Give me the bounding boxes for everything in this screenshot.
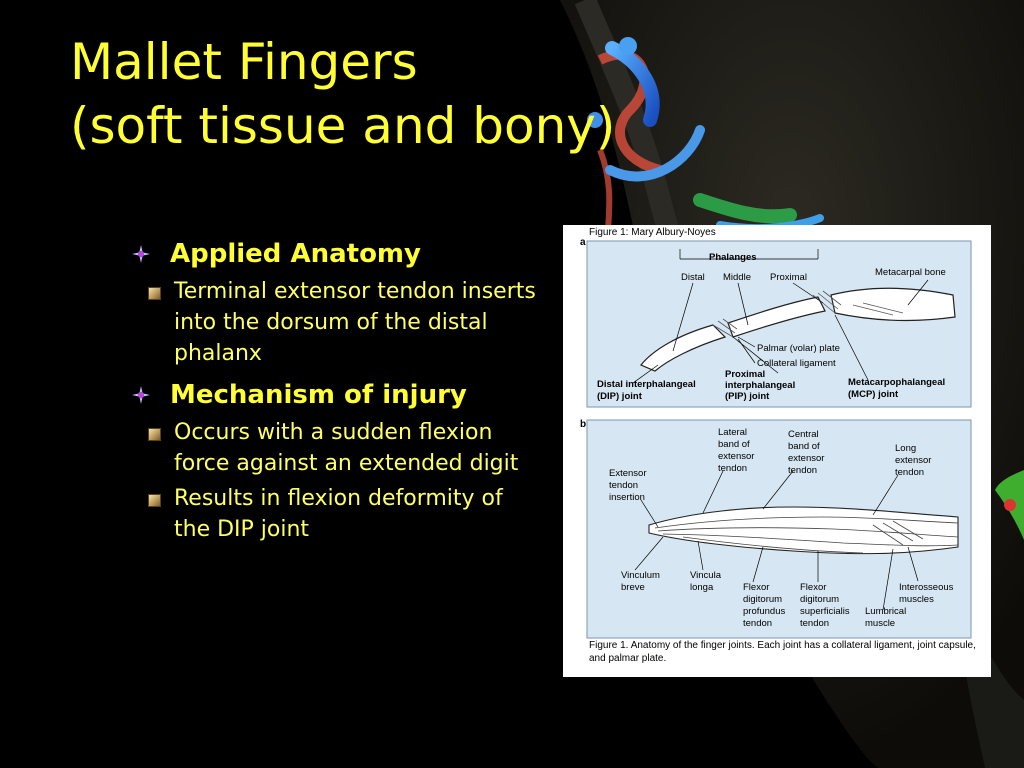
fds-label-1: Flexor bbox=[800, 582, 826, 593]
tendon-fibers bbox=[654, 516, 959, 554]
long-extensor-label-1: Long bbox=[895, 443, 916, 454]
fds-label-4: tendon bbox=[800, 618, 829, 629]
lateral-band-label-1: Lateral bbox=[718, 427, 747, 438]
collateral-ligament-label: Collateral ligament bbox=[757, 358, 836, 369]
proximal-label: Proximal bbox=[770, 272, 807, 283]
lumbrical-label-1: Lumbrical bbox=[865, 606, 906, 617]
middle-label: Middle bbox=[723, 272, 751, 283]
long-extensor-label-2: extensor bbox=[895, 455, 931, 466]
sub-bullet: Results in flexion deformity of the DIP … bbox=[142, 483, 542, 545]
long-extensor-label-3: tendon bbox=[895, 467, 924, 478]
sub-bullet-text: Occurs with a sudden flexion force again… bbox=[174, 420, 519, 476]
distal-label: Distal bbox=[681, 272, 705, 283]
metacarpal-bone-label: Metacarpal bone bbox=[875, 267, 946, 278]
bullet-text: Mechanism of injury bbox=[170, 380, 467, 410]
fdp-label-3: profundus bbox=[743, 606, 786, 617]
bullet-mechanism-of-injury: Mechanism of injury bbox=[132, 375, 542, 415]
sub-bullet: Terminal extensor tendon inserts into th… bbox=[142, 276, 542, 369]
mcp-joint-label-1: Metacarpophalangeal bbox=[848, 377, 945, 388]
pip-joint-label-3: (PIP) joint bbox=[725, 391, 770, 402]
fdp-label-2: digitorum bbox=[743, 594, 782, 605]
figure-credit: Figure 1: Mary Albury-Noyes bbox=[589, 227, 716, 238]
central-band-label-4: tendon bbox=[788, 465, 817, 476]
finger-bones-drawing bbox=[640, 287, 956, 372]
mcp-joint-label-2: (MCP) joint bbox=[848, 389, 899, 400]
square-bullet-icon bbox=[148, 287, 161, 300]
finger-anatomy-figure: a bbox=[563, 225, 991, 677]
vincula-longa-label-2: longa bbox=[690, 582, 714, 593]
finger-anatomy-diagram: a bbox=[580, 237, 972, 639]
sparkle-bullet-icon bbox=[132, 245, 150, 263]
vincula-longa-label-1: Vincula bbox=[690, 570, 722, 581]
vinculum-breve-label-2: breve bbox=[621, 582, 645, 593]
extensor-insertion-label-2: tendon bbox=[609, 480, 638, 491]
fds-label-2: digitorum bbox=[800, 594, 839, 605]
dip-joint-label-2: (DIP) joint bbox=[597, 391, 643, 402]
square-bullet-icon bbox=[148, 428, 161, 441]
panel-a-background bbox=[586, 240, 972, 408]
figure-caption: Figure 1. Anatomy of the finger joints. … bbox=[589, 640, 976, 664]
fdp-label-4: tendon bbox=[743, 618, 772, 629]
lateral-band-label-4: tendon bbox=[718, 463, 747, 474]
pip-joint-label-1: Proximal bbox=[725, 369, 765, 380]
sub-bullet-text: Terminal extensor tendon inserts into th… bbox=[174, 279, 536, 366]
extensor-insertion-label-3: insertion bbox=[609, 492, 645, 503]
vinculum-breve-label-1: Vinculum bbox=[621, 570, 660, 581]
bullet-list: Applied Anatomy Terminal extensor tendon… bbox=[132, 234, 542, 549]
lumbrical-label-2: muscle bbox=[865, 618, 895, 629]
lateral-band-label-2: band of bbox=[718, 439, 750, 450]
extensor-insertion-label-1: Extensor bbox=[609, 468, 647, 479]
central-band-label-2: band of bbox=[788, 441, 820, 452]
palmar-plate-label: Palmar (volar) plate bbox=[757, 343, 840, 354]
panel-a-letter: a bbox=[580, 237, 586, 248]
pip-joint-label-2: interphalangeal bbox=[725, 380, 795, 391]
title-line-2: (soft tissue and bony) bbox=[70, 97, 616, 155]
interosseous-label-1: Interosseous bbox=[899, 582, 954, 593]
central-band-label-1: Central bbox=[788, 429, 819, 440]
ligament-lines bbox=[712, 290, 904, 338]
panel-b-letter: b bbox=[580, 419, 586, 430]
phalanges-label: Phalanges bbox=[709, 252, 757, 263]
bullet-text: Applied Anatomy bbox=[170, 239, 421, 269]
central-band-label-3: extensor bbox=[788, 453, 824, 464]
sub-bullet: Occurs with a sudden flexion force again… bbox=[142, 417, 542, 479]
interosseous-label-2: muscles bbox=[899, 594, 934, 605]
dip-joint-label-1: Distal interphalangeal bbox=[597, 379, 696, 390]
square-bullet-icon bbox=[148, 494, 161, 507]
sparkle-bullet-icon bbox=[132, 386, 150, 404]
panel-b-leader-lines bbox=[634, 470, 919, 611]
bullet-applied-anatomy: Applied Anatomy bbox=[132, 234, 542, 274]
slide-title: Mallet Fingers (soft tissue and bony) bbox=[70, 30, 615, 158]
sub-bullet-text: Results in flexion deformity of the DIP … bbox=[174, 486, 503, 542]
title-line-1: Mallet Fingers bbox=[70, 33, 418, 91]
fds-label-3: superficialis bbox=[800, 606, 850, 617]
panel-a-leader-lines bbox=[632, 249, 929, 384]
lateral-band-label-3: extensor bbox=[718, 451, 754, 462]
fdp-label-1: Flexor bbox=[743, 582, 769, 593]
